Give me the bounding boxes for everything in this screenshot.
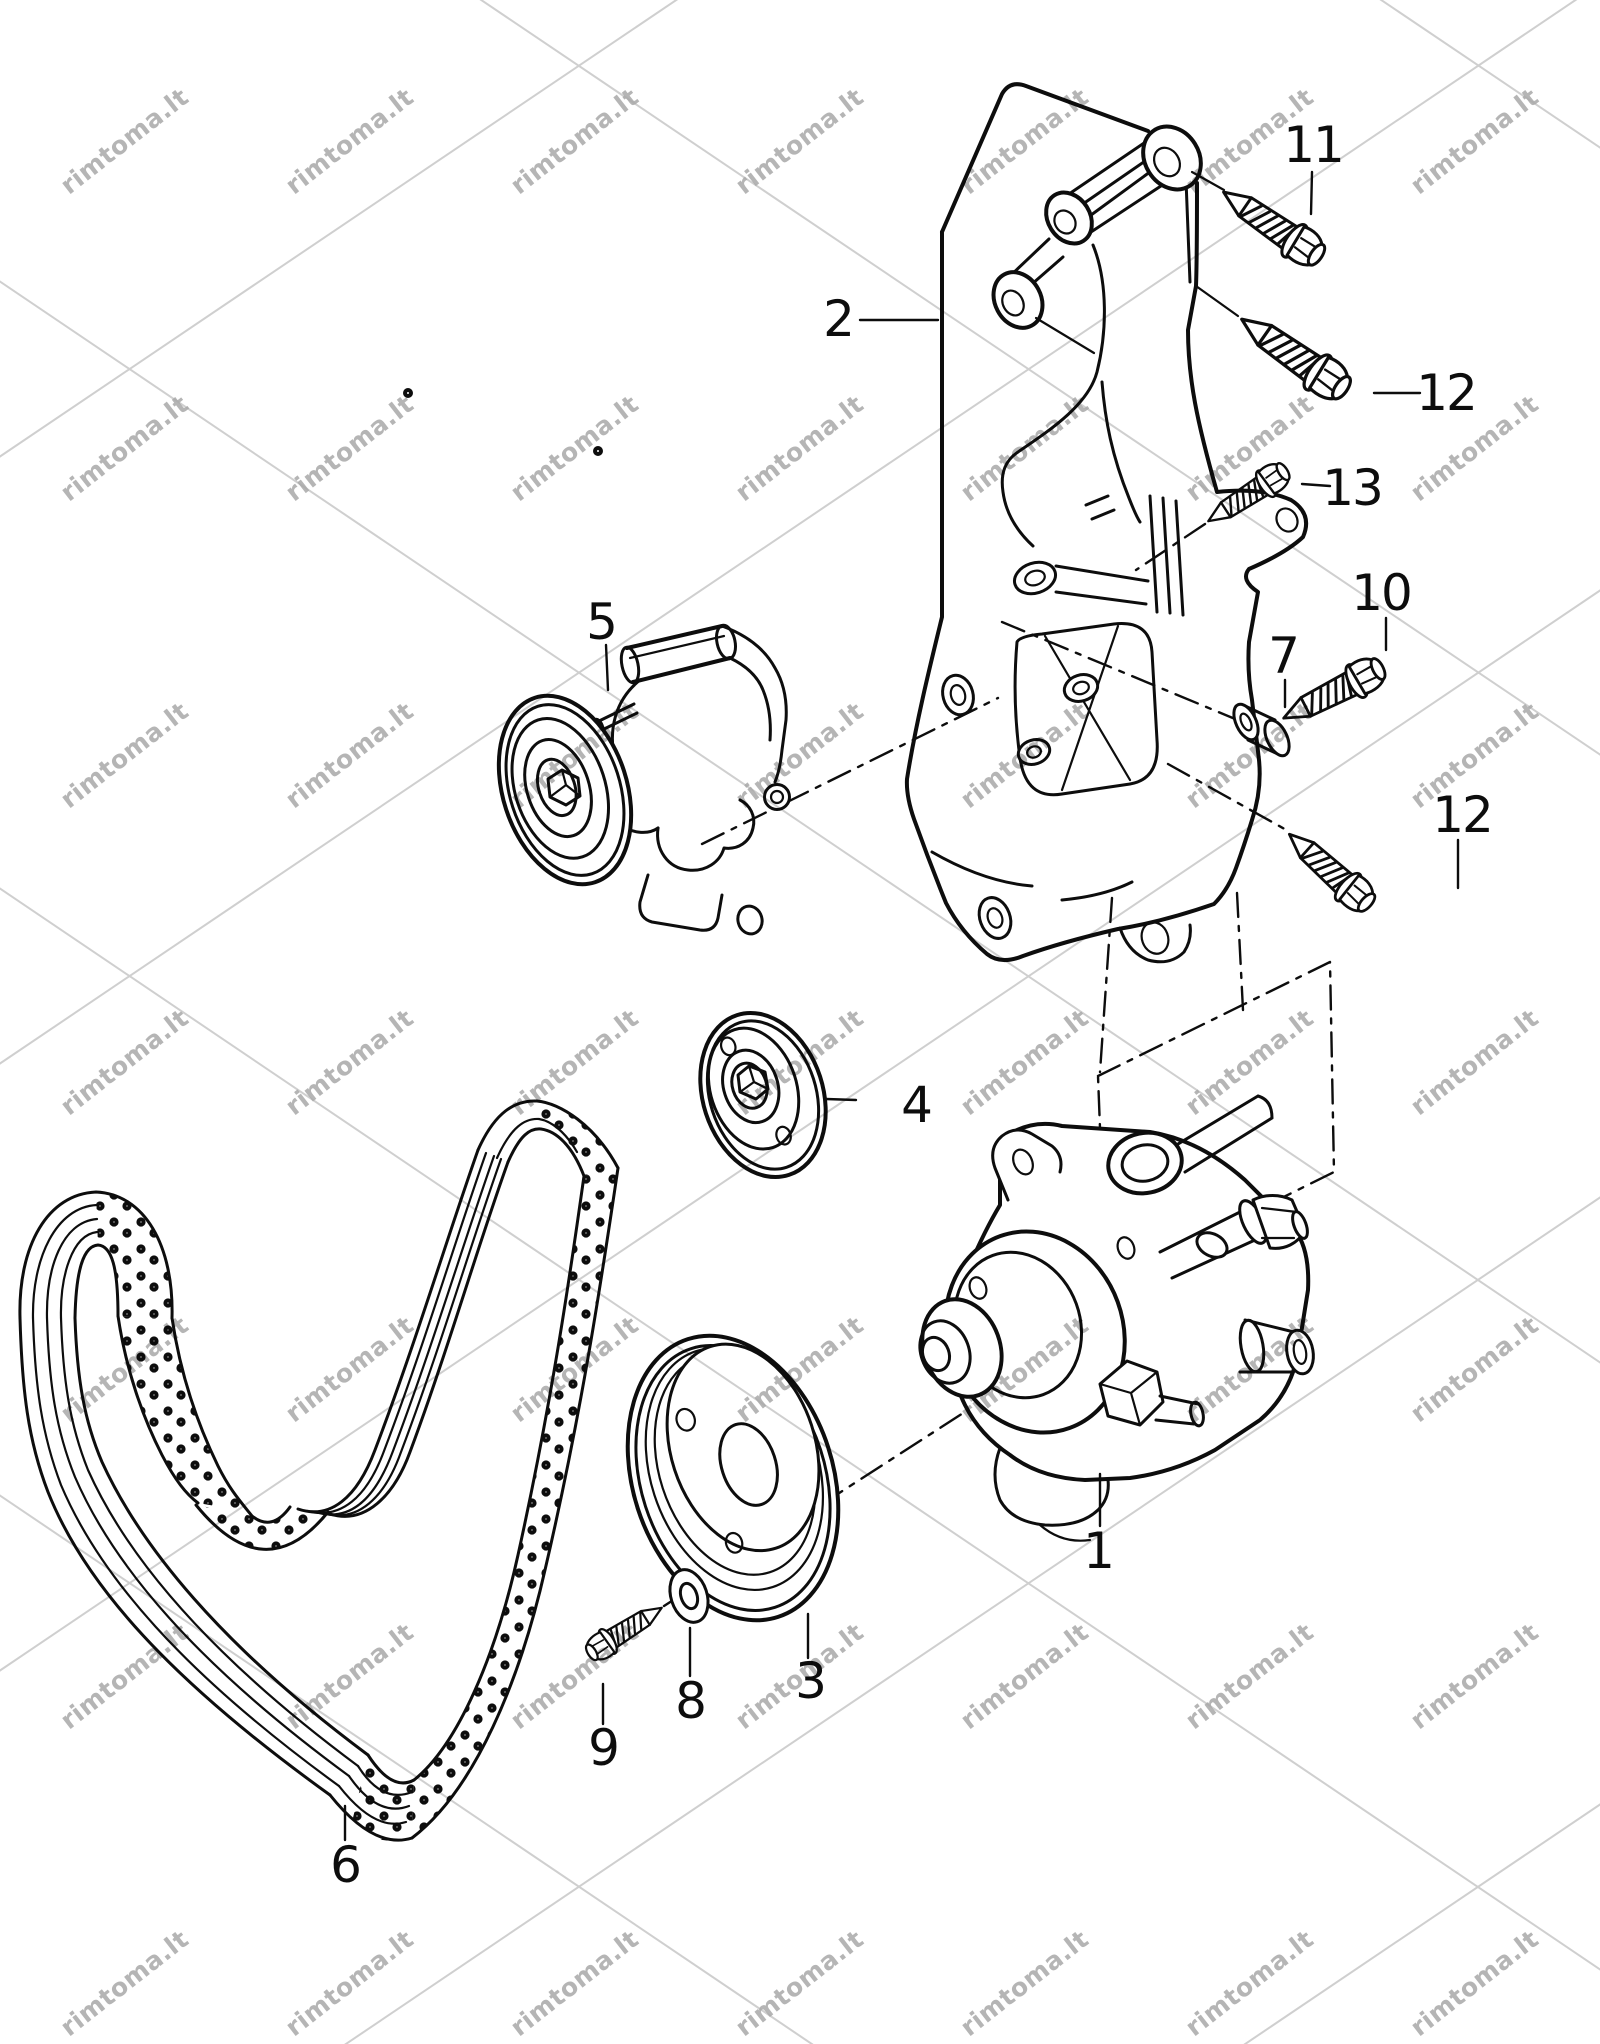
mounting-bracket <box>904 82 1308 964</box>
scan-specks <box>403 388 603 456</box>
screw-12-upper <box>1228 300 1360 411</box>
callout-2: 2 <box>823 290 853 348</box>
ribbed-belt <box>18 1099 620 1842</box>
belt-tensioner <box>496 623 791 936</box>
callout-8: 8 <box>675 1672 705 1730</box>
power-steering-pump <box>918 1094 1315 1542</box>
callout-7: 7 <box>1268 627 1298 685</box>
idler-pulley <box>698 1010 828 1180</box>
pump-pulley <box>625 1333 841 1623</box>
callout-4: 4 <box>901 1076 931 1134</box>
callout-12-lower: 12 <box>1432 786 1492 844</box>
callout-5: 5 <box>586 593 616 651</box>
callout-9: 9 <box>588 1719 618 1777</box>
callout-13: 13 <box>1322 459 1382 517</box>
screw-11 <box>1211 174 1333 276</box>
callout-12-upper: 12 <box>1416 364 1476 422</box>
callout-1: 1 <box>1083 1522 1113 1580</box>
spacer-sleeve <box>1232 702 1291 758</box>
callout-6: 6 <box>330 1836 360 1894</box>
callout-10: 10 <box>1351 564 1411 622</box>
callout-11: 11 <box>1283 116 1343 174</box>
screw-12-lower <box>1276 819 1383 921</box>
callout-3: 3 <box>795 1652 825 1710</box>
bolt-9 <box>579 1594 671 1667</box>
